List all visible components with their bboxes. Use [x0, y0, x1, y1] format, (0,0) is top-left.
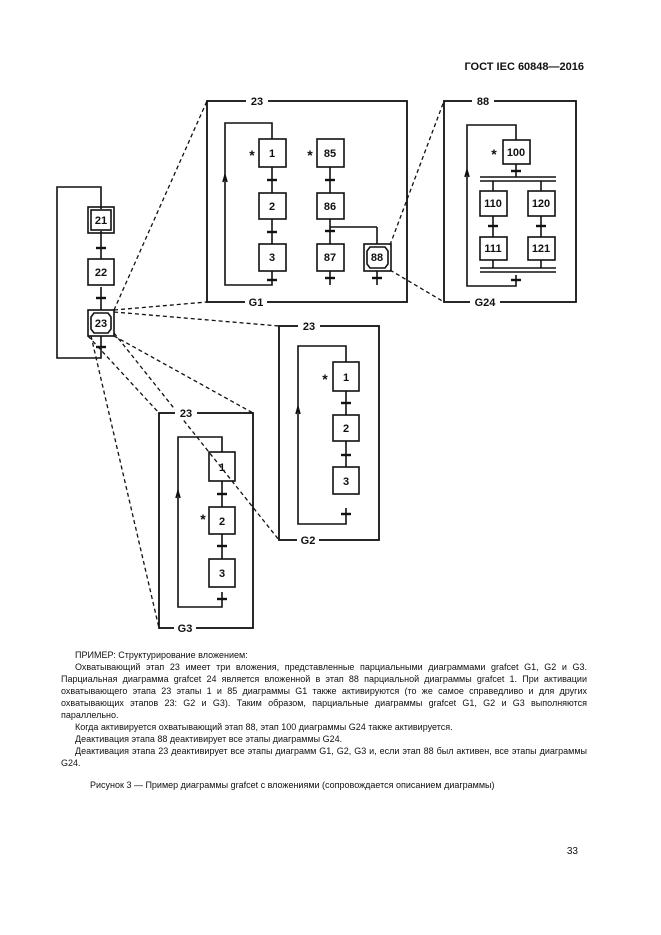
g1-step-1: 1 — [269, 148, 275, 160]
g1-enclosure — [206, 100, 408, 303]
g1-step-87: 87 — [324, 252, 336, 264]
nesting-lines — [87, 100, 445, 629]
main-step-21-label: 21 — [95, 215, 107, 227]
standard-header: ГОСТ IEC 60848—2016 — [464, 61, 584, 73]
paragraph-deactivation-23: Деактивация этапа 23 деактивирует все эт… — [61, 746, 587, 768]
g24-enclosing-step-label: 88 — [477, 96, 489, 108]
paragraph-deactivation-88: Деактивация этапа 88 деактивирует все эт… — [75, 734, 343, 744]
g2-step-1: 1 — [343, 372, 349, 384]
g24-step-111: 111 — [484, 243, 501, 255]
g3-step-2: 2 — [219, 516, 225, 528]
g2-activation-mark-1: * — [322, 371, 328, 387]
g1-activation-mark-85: * — [307, 147, 313, 163]
g3-activation-mark-2: * — [200, 511, 206, 527]
g1-activation-mark-1: * — [249, 147, 255, 163]
paragraph-activation-88: Когда активируется охватывающий этап 88,… — [75, 722, 453, 732]
g1-step-88: 88 — [371, 252, 383, 264]
main-chart — [56, 186, 115, 359]
main-step-22-box — [87, 258, 115, 286]
g1-step-2: 2 — [269, 201, 275, 213]
main-step-23-box — [87, 309, 115, 337]
page-number: 33 — [566, 846, 578, 857]
g24-step-110: 110 — [484, 198, 502, 210]
g24-step-100: 100 — [507, 147, 525, 159]
main-step-23-label: 23 — [95, 318, 107, 330]
g1-name-label: G1 — [249, 297, 264, 309]
g2-name-label: G2 — [301, 535, 316, 547]
g1-step-86: 86 — [324, 201, 336, 213]
g3-step-3: 3 — [219, 568, 225, 580]
g1-step-85: 85 — [324, 148, 336, 160]
g24-step-120: 120 — [532, 198, 550, 210]
main-step-22-label: 22 — [95, 267, 107, 279]
g24-activation-mark-100: * — [491, 146, 497, 162]
g24-enclosure — [443, 100, 577, 303]
g2-step-2: 2 — [343, 423, 349, 435]
grafcet-diagram: 21 22 23 23 G1 1 2 3 85 86 87 88 88 G24 … — [56, 95, 577, 635]
paragraph-enclosing-step: Охватывающий этап 23 имеет три вложения,… — [61, 662, 587, 720]
g3-enclosure — [158, 412, 254, 629]
g2-enclosure — [278, 325, 380, 541]
main-step-21-box — [87, 206, 115, 234]
g3-step-1: 1 — [219, 462, 225, 474]
g3-enclosing-step-label: 23 — [180, 408, 192, 420]
g2-enclosing-step-label: 23 — [303, 321, 315, 333]
g1-step-3: 3 — [269, 252, 275, 264]
g2-step-3: 3 — [343, 476, 349, 488]
g3-name-label: G3 — [178, 623, 193, 635]
g1-enclosing-step-label: 23 — [251, 96, 263, 108]
g24-step-121: 121 — [532, 243, 550, 255]
figure-caption: Рисунок 3 — Пример диаграммы grafcet с в… — [90, 780, 495, 790]
g24-name-label: G24 — [475, 297, 497, 309]
description-text: ПРИМЕР: Структурирование вложением: Охва… — [61, 649, 587, 769]
example-heading: ПРИМЕР: Структурирование вложением: — [75, 650, 248, 660]
